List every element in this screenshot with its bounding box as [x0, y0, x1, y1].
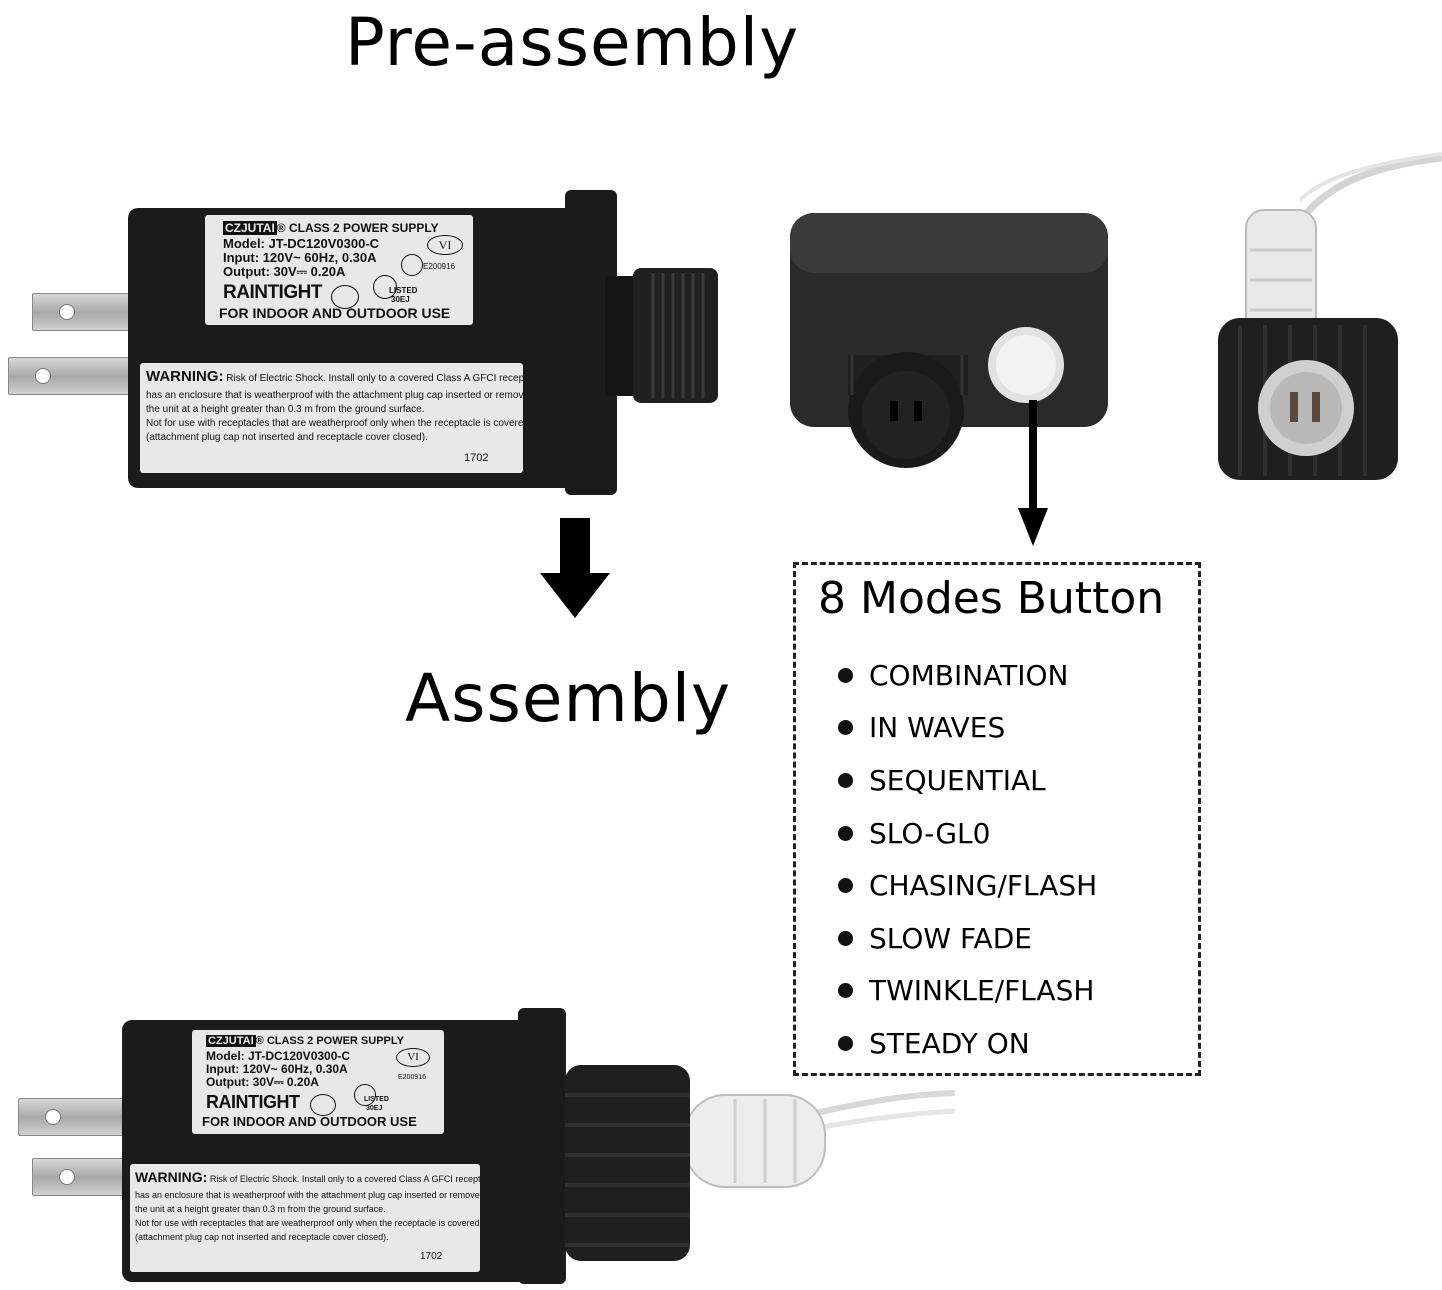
mode-button[interactable] [988, 326, 1064, 402]
list-item: CHASING/FLASH [838, 859, 1097, 912]
modes-info-box: 8 Modes Button COMBINATION IN WAVES SEQU… [793, 562, 1201, 1076]
class-text: CLASS 2 POWER SUPPLY [288, 221, 439, 235]
output-text: Output: 30V⎓ 0.20A [223, 264, 346, 279]
down-arrow-icon [1018, 400, 1048, 546]
warning-title: WARNING: [135, 1169, 208, 1185]
ul-file-text: E200916 [423, 262, 456, 271]
class-text: CLASS 2 POWER SUPPLY [266, 1035, 404, 1047]
model-text: Model: JT-DC120V0300-C [206, 1049, 351, 1063]
ul-listed-text: LISTED [364, 1096, 389, 1103]
plug-prong [8, 357, 142, 395]
lot-number: 1702 [420, 1251, 443, 1262]
down-arrow-icon [540, 518, 610, 618]
modes-title: 8 Modes Button [818, 573, 1165, 624]
spec-label: CZJUTAI® CLASS 2 POWER SUPPLY Model: JT-… [205, 215, 473, 325]
bullet-icon [838, 772, 853, 788]
list-item: SLOW FADE [838, 912, 1097, 965]
connected-plug [565, 1065, 955, 1261]
bullet-icon [838, 825, 853, 841]
ul-logo-icon [373, 275, 397, 299]
threaded-connector-female [1218, 152, 1442, 480]
plug-prong [32, 1158, 130, 1196]
list-item: SEQUENTIAL [838, 754, 1097, 807]
bullet-icon [838, 878, 853, 894]
use-text: FOR INDOOR AND OUTDOOR USE [219, 305, 451, 321]
ul-code-text: 30EJ [366, 1105, 383, 1112]
bullet-icon [838, 667, 853, 683]
use-text: FOR INDOOR AND OUTDOOR USE [202, 1114, 417, 1129]
ul-logo-icon [401, 254, 423, 276]
list-item: STEADY ON [838, 1017, 1097, 1070]
ul-code-text: 30EJ [391, 295, 410, 304]
output-text: Output: 30V⎓ 0.20A [206, 1075, 319, 1089]
ul-file-text: E200916 [398, 1074, 427, 1081]
threaded-connector-male [605, 268, 718, 403]
vi-mark: VI [396, 1048, 430, 1067]
spec-label: CZJUTAI® CLASS 2 POWER SUPPLY Model: JT-… [192, 1030, 444, 1134]
lot-number: 1702 [464, 452, 489, 464]
brand-name: CZJUTAI [206, 1035, 256, 1047]
raintight-text: RAINTIGHT [206, 1092, 300, 1112]
warning-label: WARNING: Risk of Electric Shock. Install… [140, 363, 523, 473]
list-item: SLO-GL0 [838, 807, 1097, 860]
bullet-icon [838, 720, 853, 736]
input-text: Input: 120V~ 60Hz, 0.30A [206, 1062, 348, 1076]
plug-prong [18, 1098, 130, 1136]
warning-title: WARNING: [146, 368, 224, 385]
bullet-icon [838, 1035, 853, 1051]
vi-mark: VI [427, 235, 463, 255]
assembly-heading: Assembly [405, 660, 732, 737]
ul-listed-text: LISTED [389, 286, 418, 295]
ul-logo-icon [354, 1084, 376, 1106]
list-item: TWINKLE/FLASH [838, 965, 1097, 1018]
input-text: Input: 120V~ 60Hz, 0.30A [223, 250, 377, 265]
raintight-text: RAINTIGHT [223, 282, 322, 303]
warning-label: WARNING: Risk of Electric Shock. Install… [130, 1164, 480, 1272]
brand-name: CZJUTAI [223, 221, 277, 235]
plug-prong [32, 293, 142, 331]
pre-assembly-heading: Pre-assembly [345, 4, 800, 81]
modes-list: COMBINATION IN WAVES SEQUENTIAL SLO-GL0 … [838, 649, 1097, 1070]
list-item: COMBINATION [838, 649, 1097, 702]
bullet-icon [838, 930, 853, 946]
list-item: IN WAVES [838, 702, 1097, 755]
adapter-housing-end [518, 1008, 566, 1284]
bullet-icon [838, 983, 853, 999]
ul-plug-icon [310, 1094, 336, 1116]
ul-plug-icon [331, 285, 359, 309]
model-text: Model: JT-DC120V0300-C [223, 236, 380, 251]
mode-controller [790, 213, 1108, 468]
